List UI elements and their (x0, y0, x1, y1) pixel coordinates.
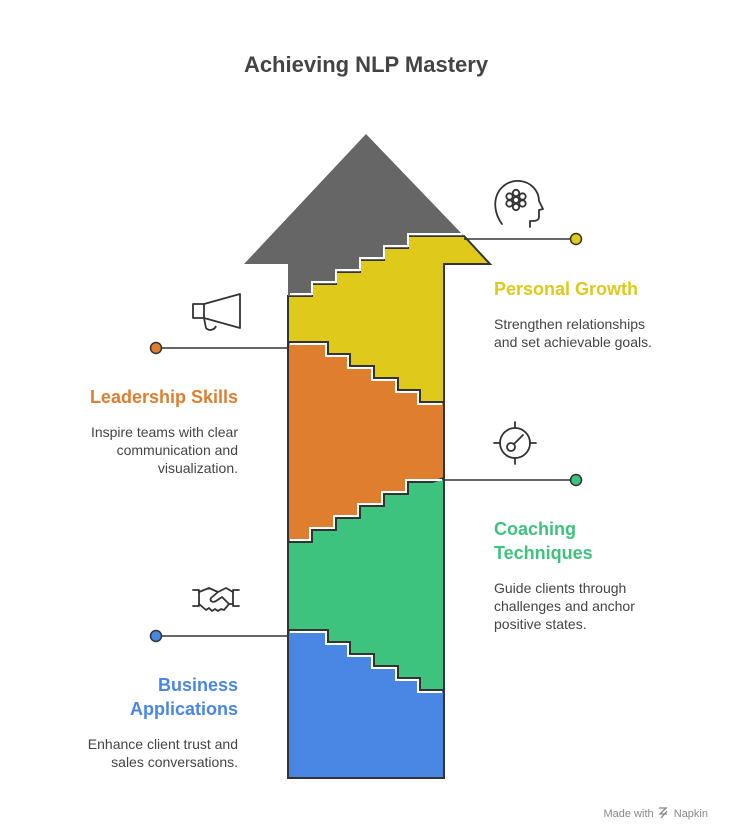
napkin-logo-icon (658, 807, 668, 819)
arrow-head (244, 134, 464, 296)
footer-made-with: Made with (603, 808, 654, 820)
leadership-skills-block: Leadership Skills Inspire teams with cle… (40, 385, 238, 477)
head-flower-icon (494, 180, 544, 228)
business-applications-heading: Business Applications (129, 675, 238, 719)
personal-growth-description: Strengthen relationships and set achieva… (494, 316, 652, 350)
coaching-techniques-description: Guide clients through challenges and anc… (494, 580, 635, 632)
business-applications-description: Enhance client trust and sales conversat… (87, 736, 238, 770)
personal-growth-block: Personal Growth Strengthen relationships… (494, 277, 652, 351)
coaching-techniques-block: Coaching Techniques Guide clients throug… (494, 517, 635, 633)
stair-highlight (290, 631, 442, 693)
footer-brand: Napkin (673, 808, 708, 820)
megaphone-icon (192, 293, 241, 331)
personal-growth-dot (569, 232, 583, 246)
stair-highlight (290, 343, 442, 405)
leadership-skills-description: Inspire teams with clear communication a… (90, 424, 238, 476)
target-icon (493, 421, 537, 465)
business-applications-dot (149, 629, 163, 643)
coaching-techniques-dot (569, 473, 583, 487)
stair-highlight (290, 479, 442, 541)
leadership-skills-dot (149, 341, 163, 355)
leadership-skills-heading: Leadership Skills (89, 387, 238, 407)
coaching-techniques-heading: Coaching Techniques (494, 519, 593, 563)
page-title: Achieving NLP Mastery (243, 52, 489, 77)
business-applications-block: Business Applications Enhance client tru… (40, 673, 238, 771)
footer-attribution[interactable]: Made with Napkin (603, 808, 708, 820)
stair-highlight (290, 233, 462, 295)
handshake-icon (192, 587, 240, 612)
personal-growth-heading: Personal Growth (494, 279, 639, 299)
